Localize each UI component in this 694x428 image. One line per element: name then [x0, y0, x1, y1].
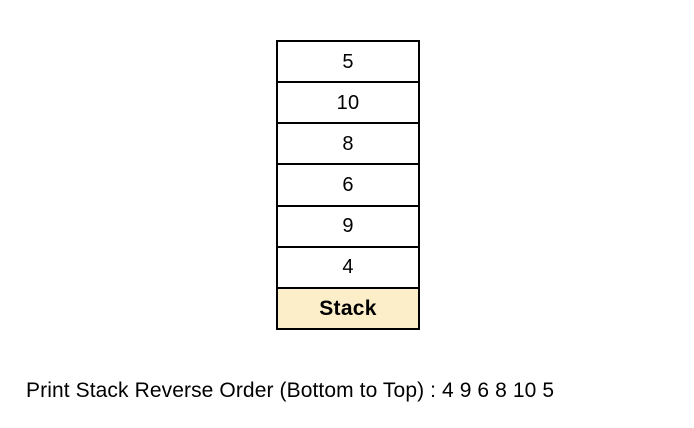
stack-cell: 4 [278, 247, 418, 289]
stack-cell-value: 4 [342, 256, 354, 279]
stack-cell-value: 9 [342, 215, 354, 238]
stack-cell-value: 5 [342, 50, 354, 73]
stack-cell-value: 10 [336, 91, 360, 114]
stack-cell: 6 [278, 165, 418, 207]
stack-cell: 10 [278, 83, 418, 125]
stack-cell-value: 6 [342, 173, 354, 196]
stack-cell: 9 [278, 206, 418, 248]
stack-container: 5 10 8 6 9 4 Stack [276, 40, 420, 330]
stack-cell: 5 [278, 42, 418, 84]
caption: Print Stack Reverse Order (Bottom to Top… [26, 376, 676, 406]
stack-label-text: Stack [319, 296, 377, 320]
stack-cell: 8 [278, 124, 418, 166]
stack-label-cell: Stack [278, 288, 418, 328]
caption-text: Print Stack Reverse Order (Bottom to Top… [26, 379, 555, 402]
stack-cell-value: 8 [342, 132, 354, 155]
